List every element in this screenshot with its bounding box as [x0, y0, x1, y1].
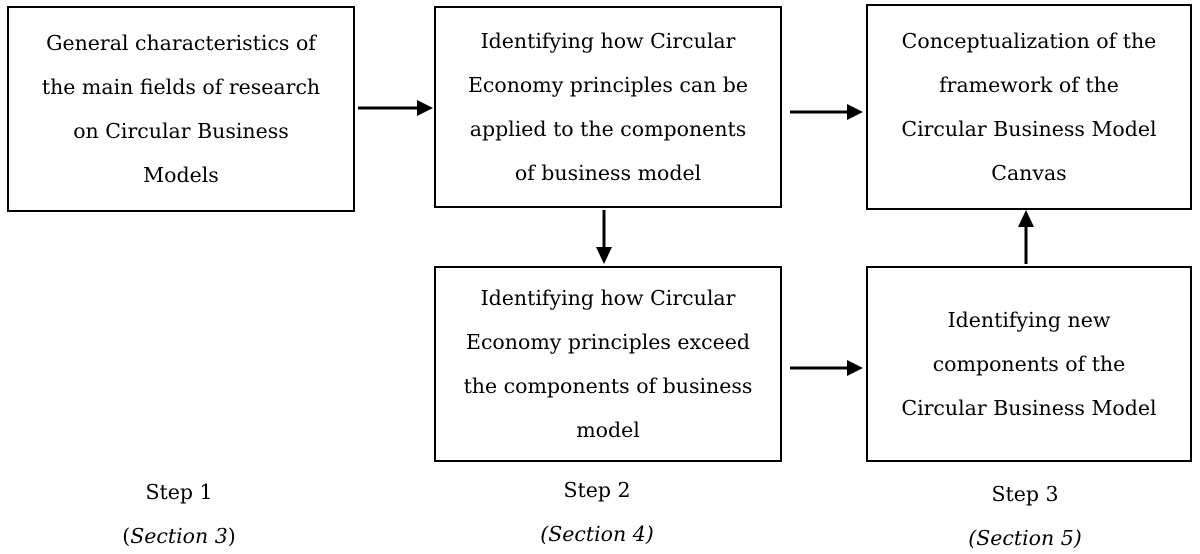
step-2-label: Step 2 — [563, 478, 631, 502]
box-principles-exceed-text: Identifying how Circular Economy princip… — [463, 286, 753, 442]
arrow-newcomp-to-concept — [1018, 210, 1034, 264]
box-conceptualization-text: Conceptualization of the framework of th… — [901, 29, 1157, 185]
box-general-characteristics-text: General characteristics of the main fiel… — [41, 31, 321, 187]
step-2-section: (Section 4) — [540, 522, 654, 546]
box-new-components: Identifying new components of the Circul… — [866, 266, 1192, 462]
arrow-applied-to-exceed — [596, 210, 612, 264]
step-2-caption: Step 2 (Section 4) — [497, 477, 697, 547]
box-general-characteristics: General characteristics of the main fiel… — [7, 6, 355, 212]
arrow-general-to-applied — [358, 100, 433, 116]
arrow-applied-to-concept — [790, 104, 863, 120]
step-3-caption: Step 3 (Section 5) — [925, 481, 1125, 551]
step-3-label: Step 3 — [991, 482, 1059, 506]
box-conceptualization: Conceptualization of the framework of th… — [866, 4, 1192, 210]
step-1-section: (Section 3) — [122, 524, 236, 548]
step-1-section-text: Section 3 — [130, 524, 228, 548]
step-1-label: Step 1 — [145, 480, 213, 504]
arrow-exceed-to-newcomp — [790, 360, 863, 376]
box-principles-applied: Identifying how Circular Economy princip… — [434, 6, 782, 208]
step-2-section-text: Section 4 — [548, 522, 646, 546]
box-new-components-text: Identifying new components of the Circul… — [901, 308, 1157, 420]
box-principles-applied-text: Identifying how Circular Economy princip… — [467, 29, 749, 185]
step-3-section: (Section 5) — [968, 526, 1082, 550]
step-1-caption: Step 1 (Section 3) — [79, 479, 279, 549]
step-3-section-text: Section 5 — [976, 526, 1074, 550]
box-principles-exceed: Identifying how Circular Economy princip… — [434, 266, 782, 462]
